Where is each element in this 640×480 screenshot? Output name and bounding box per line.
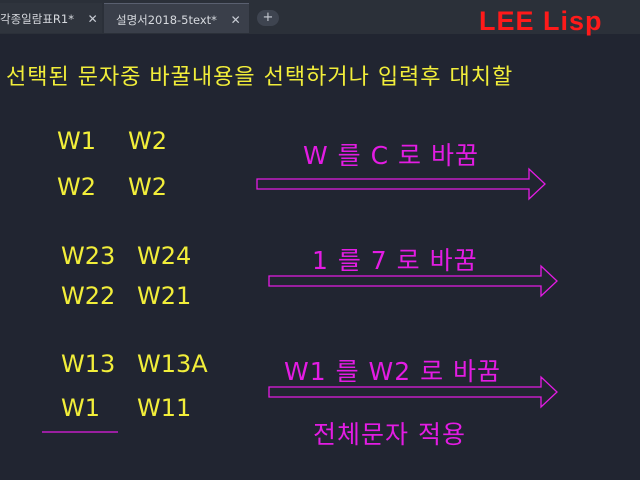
tab-label: 각종일람표R1*	[0, 12, 74, 26]
example-text: W23	[61, 242, 116, 270]
example-text: W2	[128, 173, 167, 201]
close-icon[interactable]: ✕	[230, 13, 241, 27]
example-text: W1	[57, 127, 96, 155]
example-text: W2	[57, 173, 96, 201]
example-text: W13	[61, 350, 116, 378]
replace-rule-label: W1 를 W2 로 바꿈	[284, 357, 502, 386]
arrow-right-icon	[268, 375, 558, 409]
tab-document-2[interactable]: 설명서2018-5text* ✕	[104, 3, 249, 33]
new-tab-button[interactable]: +	[257, 10, 279, 26]
scope-note: 전체문자 적용	[313, 420, 466, 449]
arrow-right-icon	[256, 167, 546, 201]
example-text: W22	[61, 282, 116, 310]
example-text: W2	[128, 127, 167, 155]
close-icon[interactable]: ✕	[87, 12, 98, 26]
arrow-right-icon	[268, 264, 558, 298]
tab-document-1[interactable]: 각종일람표R1* ✕	[0, 3, 102, 33]
replace-rule-label: 1 를 7 로 바꿈	[312, 246, 478, 275]
example-text: W24	[137, 242, 192, 270]
example-text: W13A	[137, 350, 208, 378]
example-text: W11	[137, 394, 192, 422]
example-text: W21	[137, 282, 192, 310]
tab-label: 설명서2018-5text*	[116, 13, 217, 27]
replace-rule-label: W 를 C 로 바꿈	[303, 141, 479, 170]
tab-bar: 각종일람표R1* ✕ 설명서2018-5text* ✕ +	[0, 0, 640, 34]
brand-title: LEE Lisp	[479, 6, 603, 36]
instruction-text: 선택된 문자중 바꿀내용을 선택하거나 입력후 대치할	[6, 65, 514, 90]
example-text: W1	[61, 394, 100, 422]
